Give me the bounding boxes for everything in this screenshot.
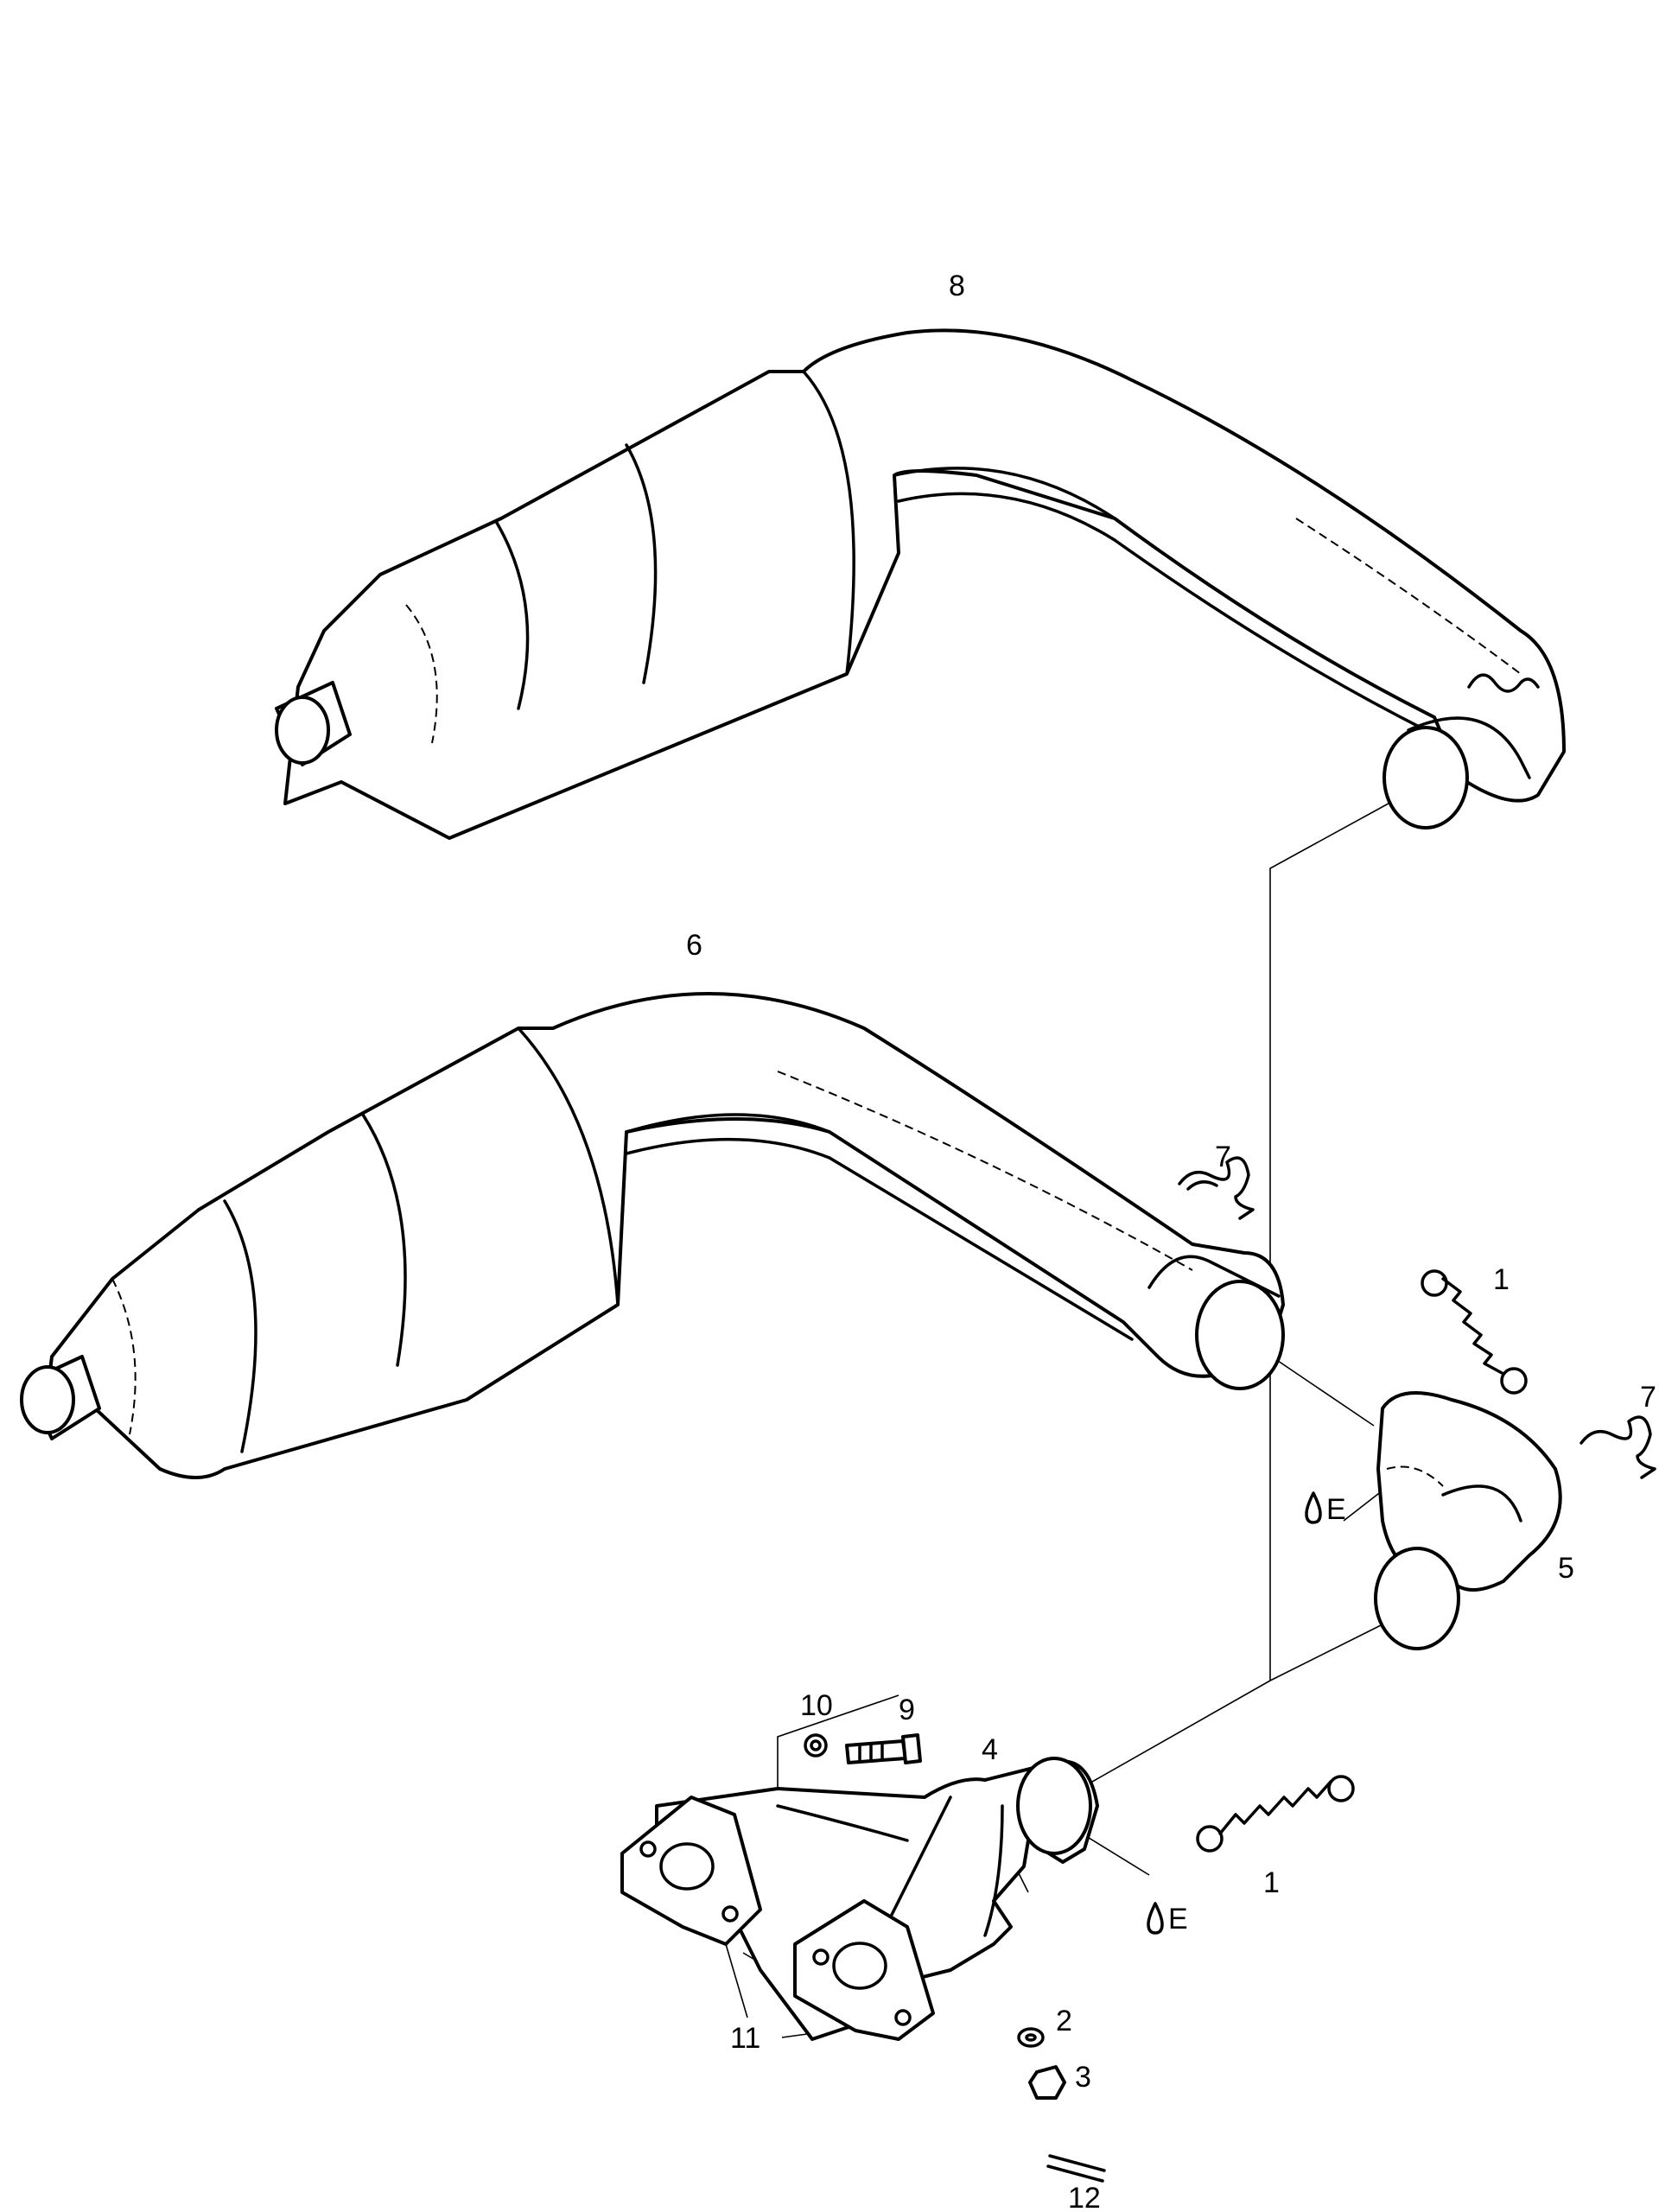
- flange-gasket-upper: [620, 1796, 762, 1946]
- label-part-1: 1: [1263, 1866, 1280, 1899]
- oil-drop-icon: [1305, 1491, 1322, 1524]
- label-part-1: 1: [1493, 1263, 1510, 1296]
- flange-gasket-lower: [793, 1899, 935, 2041]
- label-part-11: 11: [730, 2022, 760, 2055]
- muffler-upper: [275, 328, 1566, 840]
- spring-upper: [1421, 1269, 1528, 1395]
- exhaust-manifold: [655, 1757, 1099, 2041]
- muffler-lower: [20, 992, 1285, 1479]
- label-part-9: 9: [899, 1694, 915, 1726]
- label-part-10: 10: [800, 1689, 833, 1722]
- spring-lower: [1196, 1775, 1355, 1853]
- lock-washer: [804, 1733, 828, 1758]
- label-part-5: 5: [1558, 1552, 1574, 1585]
- label-lubricant-e: E: [1168, 1903, 1188, 1936]
- label-part-2: 2: [1056, 2005, 1072, 2037]
- label-part-7: 7: [1215, 1141, 1231, 1173]
- washer: [1017, 2027, 1045, 2048]
- nut: [1028, 2065, 1066, 2100]
- label-lubricant-e: E: [1326, 1493, 1346, 1526]
- label-part-3: 3: [1075, 2061, 1091, 2094]
- oil-drop-icon: [1147, 1902, 1164, 1935]
- screw: [845, 1733, 922, 1764]
- wire-clip: [1178, 673, 1656, 1479]
- label-part-8: 8: [949, 270, 965, 302]
- label-part-6: 6: [686, 929, 702, 962]
- label-part-4: 4: [982, 1733, 998, 1766]
- label-part-12: 12: [1068, 2182, 1101, 2212]
- pin: [1046, 2154, 1106, 2183]
- elbow-connector: [1374, 1391, 1562, 1650]
- label-part-7: 7: [1640, 1381, 1656, 1414]
